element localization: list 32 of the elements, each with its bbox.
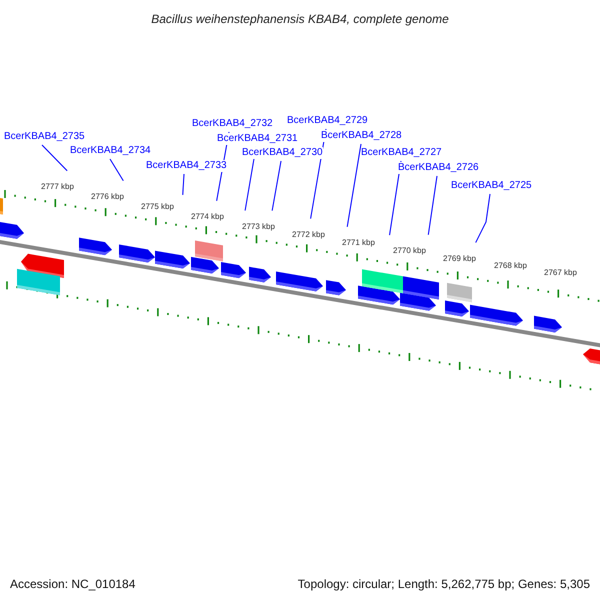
gene-label: BcerKBAB4_2729	[287, 115, 368, 127]
scale-label: 2773 kbp	[242, 222, 275, 232]
gene-label: BcerKBAB4_2727	[361, 147, 442, 159]
footer-text: Topology: circular; Length: 5,262,775 bp; Genes: 5,305	[298, 576, 590, 593]
footer-text: Accession: NC_010184	[10, 576, 136, 593]
scale-label: 2777 kbp	[41, 182, 74, 192]
gene-label: BcerKBAB4_2725	[451, 180, 532, 192]
gene-label: BcerKBAB4_2731	[217, 133, 298, 145]
leader-line	[428, 176, 438, 236]
leader-line	[110, 158, 124, 182]
title: Bacillus weihenstephanensis KBAB4, complete genome	[150, 11, 450, 28]
scale-label: 2770 kbp	[393, 246, 426, 256]
scale-label: 2769 kbp	[443, 254, 476, 264]
leader-line	[475, 194, 490, 244]
gene-label: BcerKBAB4_2734	[70, 145, 151, 157]
scale-label: 2768 kbp	[494, 261, 527, 271]
gene-label: BcerKBAB4_2735	[4, 131, 85, 143]
leader-line	[182, 174, 184, 196]
gene-label: BcerKBAB4_2732	[192, 118, 273, 130]
scale-label: 2771 kbp	[342, 238, 375, 248]
gene-label: BcerKBAB4_2733	[146, 160, 227, 172]
scale-label: 2776 kbp	[91, 192, 124, 202]
scale-label: 2772 kbp	[292, 230, 325, 240]
scale-label: 2775 kbp	[141, 202, 174, 212]
leader-line	[42, 144, 68, 172]
gene-label: BcerKBAB4_2730	[242, 147, 323, 159]
gene-label: BcerKBAB4_2728	[321, 130, 402, 142]
leader-line	[346, 144, 362, 228]
scale-label: 2774 kbp	[191, 212, 224, 222]
scale-label: 2767 kbp	[544, 268, 577, 278]
leader-line	[272, 160, 282, 212]
gene-label: BcerKBAB4_2726	[398, 162, 479, 174]
